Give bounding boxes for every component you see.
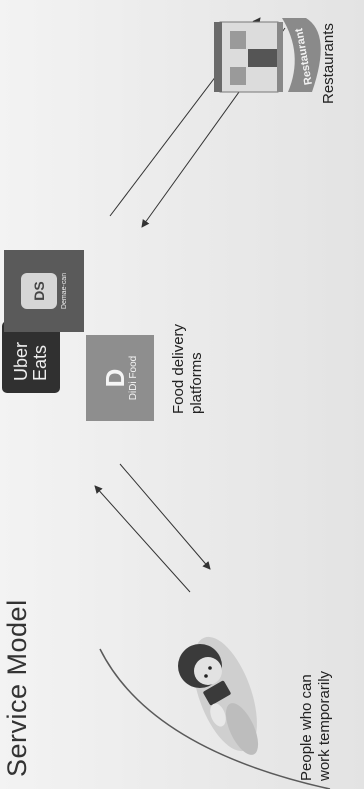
platforms-label-line1: Food delivery xyxy=(170,324,188,414)
arrow-people-to-platforms xyxy=(95,486,190,592)
platforms-label: Food delivery platforms xyxy=(170,324,206,414)
platforms-label-line2: platforms xyxy=(188,324,206,414)
didi-food-text: DiDi Food xyxy=(128,356,139,400)
uber-eats-line2: Eats xyxy=(31,345,50,381)
didi-food-logo: D DiDi Food xyxy=(86,335,154,421)
didi-glyph: D xyxy=(102,369,128,388)
demae-can-logo: DS Demae-can xyxy=(4,250,84,332)
demae-can-text: Demae-can xyxy=(61,273,68,309)
restaurant-building-icon: Restaurant xyxy=(214,18,321,92)
demae-can-mark: DS xyxy=(21,273,57,309)
people-label: People who can work temporarily xyxy=(298,671,334,781)
restaurants-label: Restaurants xyxy=(320,23,338,104)
arrow-platforms-to-people xyxy=(120,464,210,569)
people-label-line2: work temporarily xyxy=(316,671,334,781)
people-label-line1: People who can xyxy=(298,671,316,781)
uber-eats-line1: Uber xyxy=(12,342,31,381)
